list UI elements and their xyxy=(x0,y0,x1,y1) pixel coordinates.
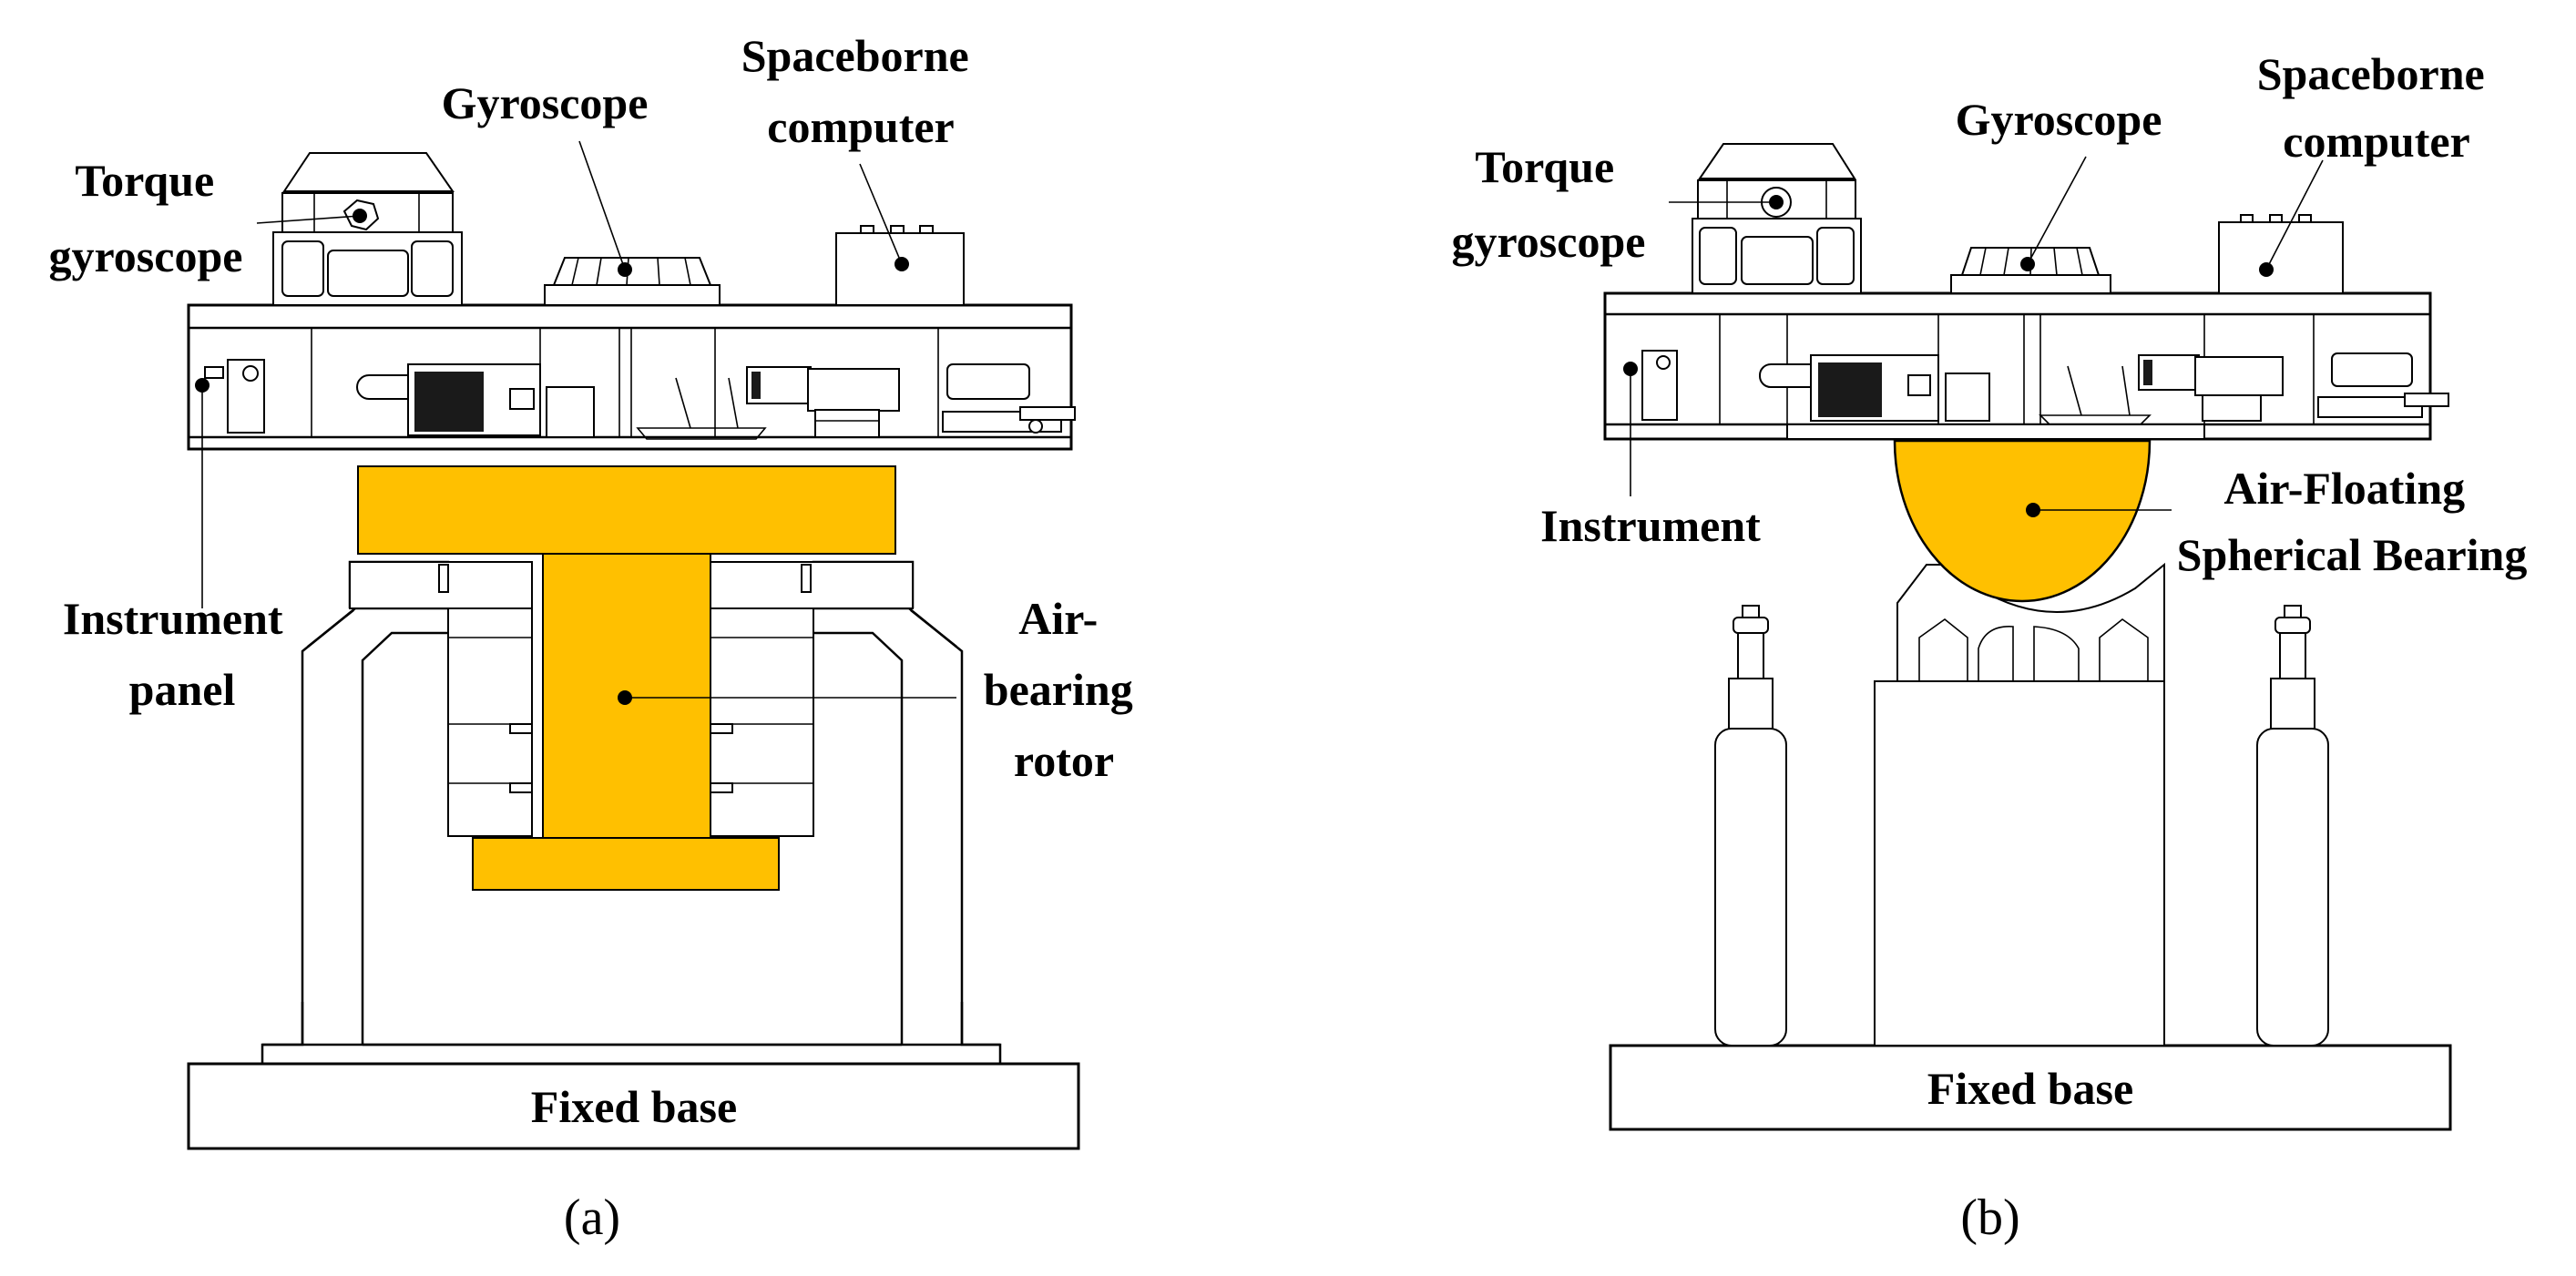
side-column-left xyxy=(1714,605,1787,1046)
gyroscope-a xyxy=(544,257,721,306)
label-spaceborne-computer-b: Spaceborne computer xyxy=(2257,48,2497,167)
label-line: panel xyxy=(129,664,236,715)
label-fixed-base-a: Fixed base xyxy=(531,1081,737,1132)
label-line: Spaceborne xyxy=(2257,48,2485,99)
label-line: Torque xyxy=(75,155,214,206)
label-line: computer xyxy=(767,101,955,152)
spaceborne-computer-b xyxy=(2218,214,2344,294)
label-line: Torque xyxy=(1475,141,1614,192)
bearing-pedestal xyxy=(1874,562,2165,1046)
label-line: bearing xyxy=(984,664,1133,715)
label-instrument-panel-a: Instrument panel xyxy=(63,593,294,715)
air-bearing-rotor xyxy=(357,465,896,891)
label-torque-gyroscope-a: Torque gyroscope xyxy=(49,155,243,281)
air-floating-spherical-bearing xyxy=(1893,439,2152,603)
label-line: Air- xyxy=(1018,593,1098,644)
label-line: rotor xyxy=(1014,735,1114,786)
fixed-base-a xyxy=(187,1062,1080,1150)
label-gyroscope-b: Gyroscope xyxy=(1956,94,2162,145)
label-fixed-base-b: Fixed base xyxy=(1927,1063,2133,1114)
caption-a: (a) xyxy=(564,1189,620,1246)
label-line: Air-Floating xyxy=(2223,463,2465,514)
torque-gyroscope-a xyxy=(272,152,463,306)
leader-lines-b xyxy=(1623,156,2324,517)
label-line: Instrument xyxy=(63,593,283,644)
label-spaceborne-computer-a: Spaceborne computer xyxy=(741,30,981,152)
label-line: gyroscope xyxy=(49,230,243,281)
label-line: Gyroscope xyxy=(1956,94,2162,145)
side-column-right xyxy=(2256,605,2329,1046)
label-line: computer xyxy=(2283,116,2470,167)
label-line: Spaceborne xyxy=(741,30,969,81)
label-gyroscope-a: Gyroscope xyxy=(442,77,649,128)
instrument-panel-b xyxy=(1603,291,2449,441)
support-frame-a xyxy=(261,560,1002,1064)
label-line: Gyroscope xyxy=(442,77,649,128)
label-line: gyroscope xyxy=(1452,216,1646,267)
fixed-base-b xyxy=(1609,1044,2452,1131)
torque-gyroscope-b xyxy=(1692,143,1862,294)
caption-b: (b) xyxy=(1960,1189,2019,1246)
leader-lines-a xyxy=(195,140,956,705)
label-torque-gyroscope-b: Torque gyroscope xyxy=(1452,141,1646,267)
label-air-bearing-rotor: Air- bearing rotor xyxy=(984,593,1144,786)
panel-b: Torque gyroscope Gyroscope Spaceborne co… xyxy=(1452,48,2528,1246)
label-air-floating-spherical-bearing: Air-Floating Spherical Bearing xyxy=(2177,463,2528,580)
label-line: Spherical Bearing xyxy=(2177,529,2528,580)
panel-a: Torque gyroscope Gyroscope Spaceborne co… xyxy=(49,30,1144,1246)
instrument-panel-a xyxy=(187,303,1076,451)
label-instrument-b: Instrument xyxy=(1540,500,1761,551)
